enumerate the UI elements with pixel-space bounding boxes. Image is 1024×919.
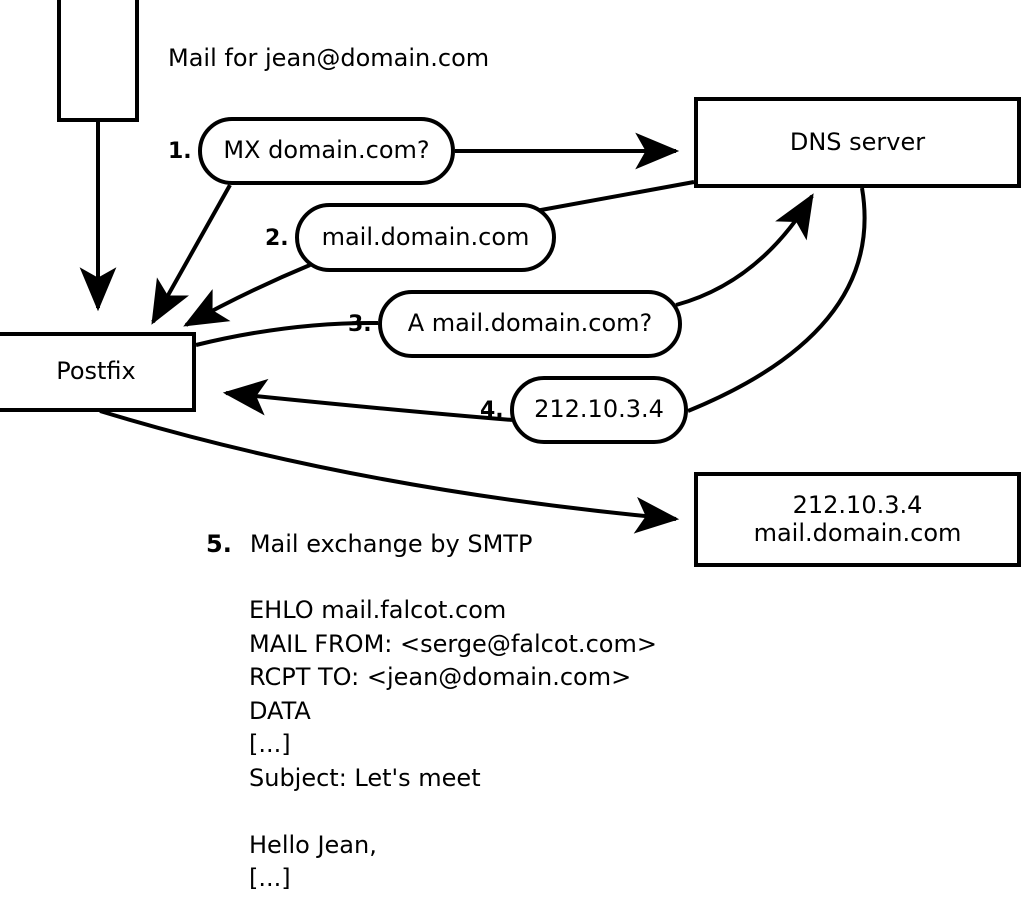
- dns-server-label: DNS server: [789, 127, 926, 156]
- connector-step2-from-dns: [529, 180, 695, 214]
- step-3-text: A mail.domain.com?: [407, 309, 653, 338]
- step-4-text: 212.10.3.4: [534, 395, 664, 424]
- transcript-line: [...]: [249, 730, 291, 758]
- step-4-bubble: 212.10.3.4: [510, 376, 688, 444]
- step-2-number: 2.: [265, 226, 289, 251]
- transcript-line: [249, 795, 657, 829]
- postfix-box: Postfix: [0, 332, 196, 412]
- dns-server-box: DNS server: [694, 97, 1021, 188]
- step-3-bubble: A mail.domain.com?: [378, 290, 682, 358]
- smtp-transcript: EHLO mail.falcot.com MAIL FROM: <serge@f…: [249, 594, 657, 919]
- connector-step3-to-dns: [675, 193, 814, 307]
- sender-box: [57, 0, 139, 122]
- step-5-number: 5.: [206, 530, 232, 558]
- step-2-bubble: mail.domain.com: [295, 203, 556, 272]
- step-2-text: mail.domain.com: [321, 222, 530, 251]
- step-5-text: Mail exchange by SMTP: [249, 530, 533, 558]
- mail-server-ip: 212.10.3.4: [792, 490, 923, 519]
- step-1-text: MX domain.com?: [223, 136, 430, 165]
- step-5-row: 5. Mail exchange by SMTP: [206, 530, 532, 558]
- transcript-line: Subject: Let's meet: [249, 763, 481, 792]
- page-title-text: Mail for jean@domain.com: [168, 44, 490, 72]
- transcript-line: [...]: [249, 864, 291, 892]
- step-3-number: 3.: [348, 312, 372, 337]
- page-title: Mail for jean@domain.com: [168, 44, 489, 72]
- transcript-line: [249, 896, 657, 919]
- mail-server-box: 212.10.3.4 mail.domain.com: [694, 472, 1021, 567]
- postfix-label: Postfix: [56, 357, 136, 386]
- connector-postfix-to-step1: [151, 184, 232, 325]
- connector-step2-to-postfix: [183, 263, 311, 327]
- transcript-line: RCPT TO: <jean@domain.com>: [249, 663, 632, 691]
- connector-step4-from-dns: [687, 187, 867, 413]
- connector-step4-to-postfix: [222, 378, 513, 422]
- transcript-line: Hello Jean,: [249, 830, 377, 859]
- mail-server-hostname: mail.domain.com: [753, 518, 962, 547]
- transcript-line: EHLO mail.falcot.com: [249, 596, 507, 624]
- transcript-line: MAIL FROM: <serge@falcot.com>: [249, 629, 657, 658]
- step-1-bubble: MX domain.com?: [198, 117, 455, 185]
- step-4-number: 4.: [480, 398, 504, 423]
- step-1-number: 1.: [168, 139, 192, 164]
- transcript-line: DATA: [249, 696, 311, 725]
